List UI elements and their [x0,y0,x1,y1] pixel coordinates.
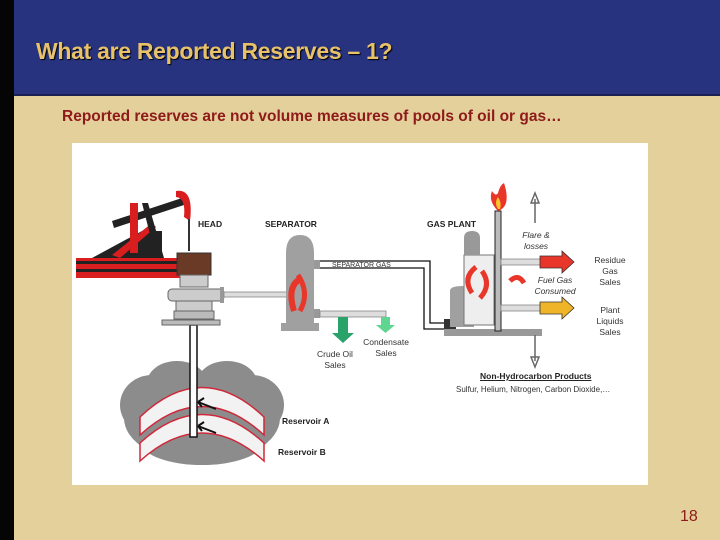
residue-line2: Gas [602,266,618,276]
separator-gas-label: SEPARATOR GAS [332,262,391,269]
slide-subtitle: Reported reserves are not volume measure… [62,108,562,125]
wellhead [161,252,225,326]
plant-liquids-line3: Sales [599,327,621,337]
residue-line1: Residue [594,255,626,265]
fuel-gas-label: Fuel Gas Consumed [527,275,583,297]
non-hydrocarbon-title: Non-Hydrocarbon Products [480,371,592,381]
flare-loss-arrow [529,190,541,223]
gas-plant [444,183,575,370]
crude-oil-line2: Sales [324,360,346,370]
separator-gas-line [314,260,444,330]
flowline-to-separator [223,291,293,298]
residue-gas-sales-label: Residue Gas Sales [586,255,634,288]
fuel-gas-line2: Consumed [534,286,576,296]
reservoir-a-label: Reservoir A [282,416,330,426]
reservoir-a-band [139,386,265,437]
inflow-arrow-a [197,397,217,410]
residue-gas-arrow [539,250,575,274]
gas-plant-label: GAS PLANT [427,219,477,229]
flare-losses-label: Flare & losses [512,230,560,252]
non-hydrocarbon-arrow [529,335,541,370]
flare-icon [490,183,507,211]
condensate-line1: Condensate [363,337,409,347]
residue-line3: Sales [599,277,621,287]
slide-title: What are Reported Reserves – 1? [36,38,393,64]
fuel-gas-line1: Fuel Gas [537,275,573,285]
separator-vessel [281,235,319,331]
title-bar: What are Reported Reserves – 1? [14,0,720,96]
flare-line2: losses [523,241,549,251]
reservoir-b-label: Reservoir B [278,447,326,457]
crude-oil-sales-label: Crude Oil Sales [312,349,358,371]
head-label: HEAD [198,219,223,229]
plant-liquids-sales-label: Plant Liquids Sales [586,305,634,338]
separator-label: SEPARATOR [265,219,317,229]
pumpjack [76,190,196,278]
reservoir-b-band [139,413,265,463]
condensate-arrow [376,317,395,333]
crude-oil-line1: Crude Oil [317,349,353,359]
separator-liquids-line [314,309,395,343]
inflow-arrow-b [197,421,217,434]
reserves-flow-diagram: HEAD SEPARATOR GAS PLANT SEPARATOR GAS C… [72,143,648,485]
crude-oil-arrow [332,317,354,343]
wellbore [189,324,198,438]
condensate-line2: Sales [375,348,397,358]
plant-liquids-line1: Plant [600,305,620,315]
condensate-sales-label: Condensate Sales [357,337,415,359]
page-number: 18 [680,508,698,525]
non-hydrocarbon-list: Sulfur, Helium, Nitrogen, Carbon Dioxide… [456,385,611,394]
plant-liquids-line2: Liquids [596,316,624,326]
flare-line1: Flare & [522,230,550,240]
left-edge-bar [0,0,14,540]
plant-liquids-arrow [539,296,575,320]
